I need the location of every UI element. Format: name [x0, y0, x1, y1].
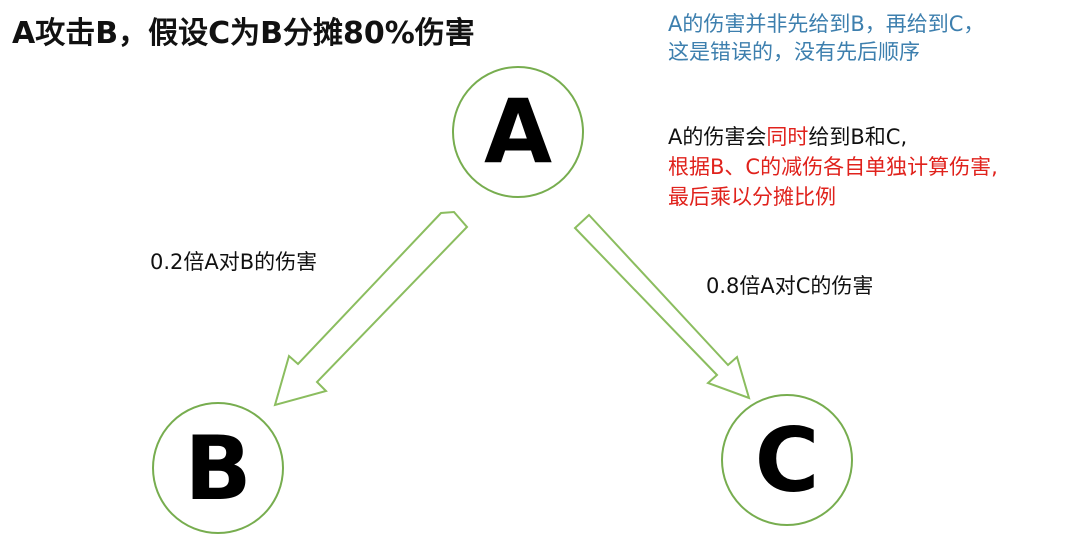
- note-explanation-line-2: 根据B、C的减伤各自单独计算伤害,: [668, 155, 998, 179]
- note-text-a: A的伤害会: [668, 125, 767, 149]
- node-b-label: B: [184, 417, 251, 520]
- arrow-a-to-b: [273, 210, 469, 407]
- note-explanation: A的伤害会同时给到B和C, 根据B、C的减伤各自单独计算伤害, 最后乘以分摊比例: [668, 122, 998, 212]
- node-a-circle: [452, 66, 584, 198]
- node-b-circle: [152, 402, 284, 534]
- note-clarification: A的伤害并非先给到B，再给到C， 这是错误的，没有先后顺序: [668, 10, 984, 66]
- note-clarification-line-2: 这是错误的，没有先后顺序: [668, 40, 920, 64]
- note-text-b: 给到B和C,: [808, 125, 908, 149]
- note-explanation-line-1: A的伤害会同时给到B和C,: [668, 122, 998, 152]
- note-highlight-simultaneous: 同时: [766, 125, 809, 149]
- page-title: A攻击B，假设C为B分摊80%伤害: [12, 16, 475, 51]
- node-c-circle: [721, 394, 853, 526]
- node-c-label: C: [755, 409, 820, 512]
- note-explanation-line-3: 最后乘以分摊比例: [668, 185, 836, 209]
- node-a-label: A: [484, 80, 552, 183]
- note-clarification-line-1: A的伤害并非先给到B，再给到C，: [668, 12, 985, 36]
- arrow-a-to-c: [573, 213, 751, 400]
- edge-label-a-to-c: 0.8倍A对C的伤害: [706, 274, 874, 298]
- edge-label-a-to-b: 0.2倍A对B的伤害: [150, 250, 318, 274]
